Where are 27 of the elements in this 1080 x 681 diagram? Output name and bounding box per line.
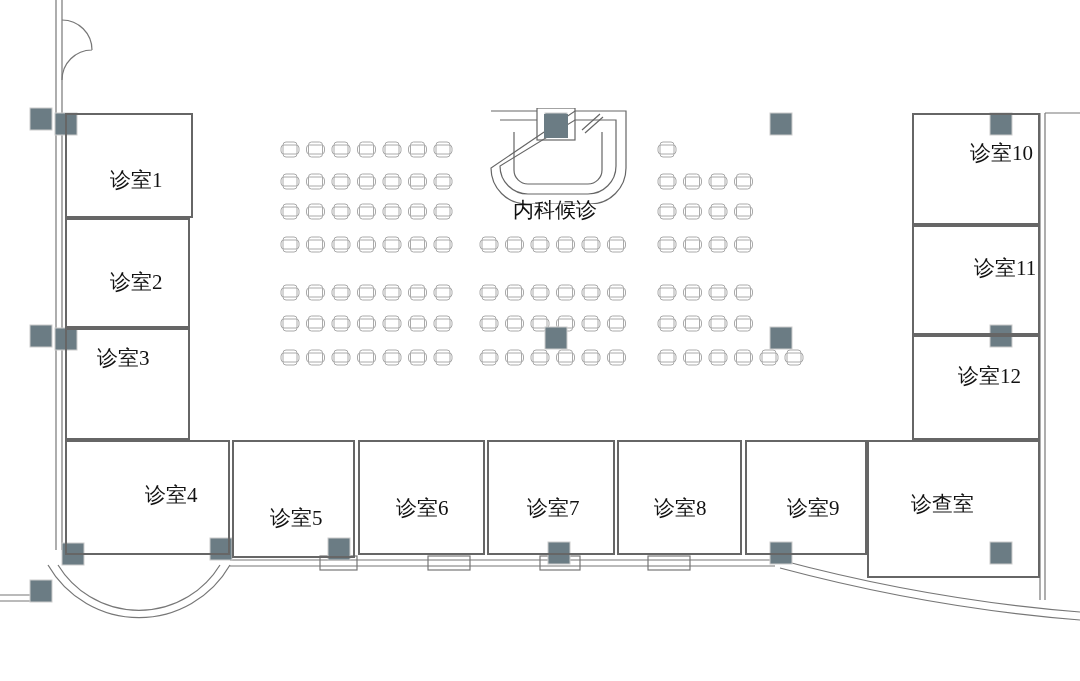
room-outline <box>745 440 867 555</box>
room-outline <box>65 218 190 328</box>
room-label: 诊查室 <box>911 494 974 515</box>
room-outline <box>867 440 1040 578</box>
room-label: 诊室3 <box>97 348 150 369</box>
room-outline <box>65 113 193 218</box>
room-label: 诊室2 <box>110 272 163 293</box>
room-outline <box>487 440 615 555</box>
room-outline <box>358 440 485 555</box>
room-label: 诊室12 <box>958 366 1021 387</box>
room-label: 诊室7 <box>527 498 580 519</box>
room-outline <box>912 335 1040 440</box>
room-label: 诊室4 <box>145 485 198 506</box>
room-label: 诊室9 <box>787 498 840 519</box>
area-label: 内科候诊 <box>513 200 597 221</box>
room-outline <box>912 225 1040 335</box>
room-label: 诊室6 <box>396 498 449 519</box>
room-label: 诊室11 <box>974 258 1037 279</box>
room-label: 诊室10 <box>970 143 1033 164</box>
room-outline <box>912 113 1040 225</box>
room-outline <box>617 440 742 555</box>
room-outline <box>232 440 355 558</box>
room-label: 诊室5 <box>270 508 323 529</box>
room-outline <box>65 328 190 440</box>
room-outline <box>65 440 230 555</box>
room-label: 诊室8 <box>654 498 707 519</box>
room-label: 诊室1 <box>110 170 163 191</box>
